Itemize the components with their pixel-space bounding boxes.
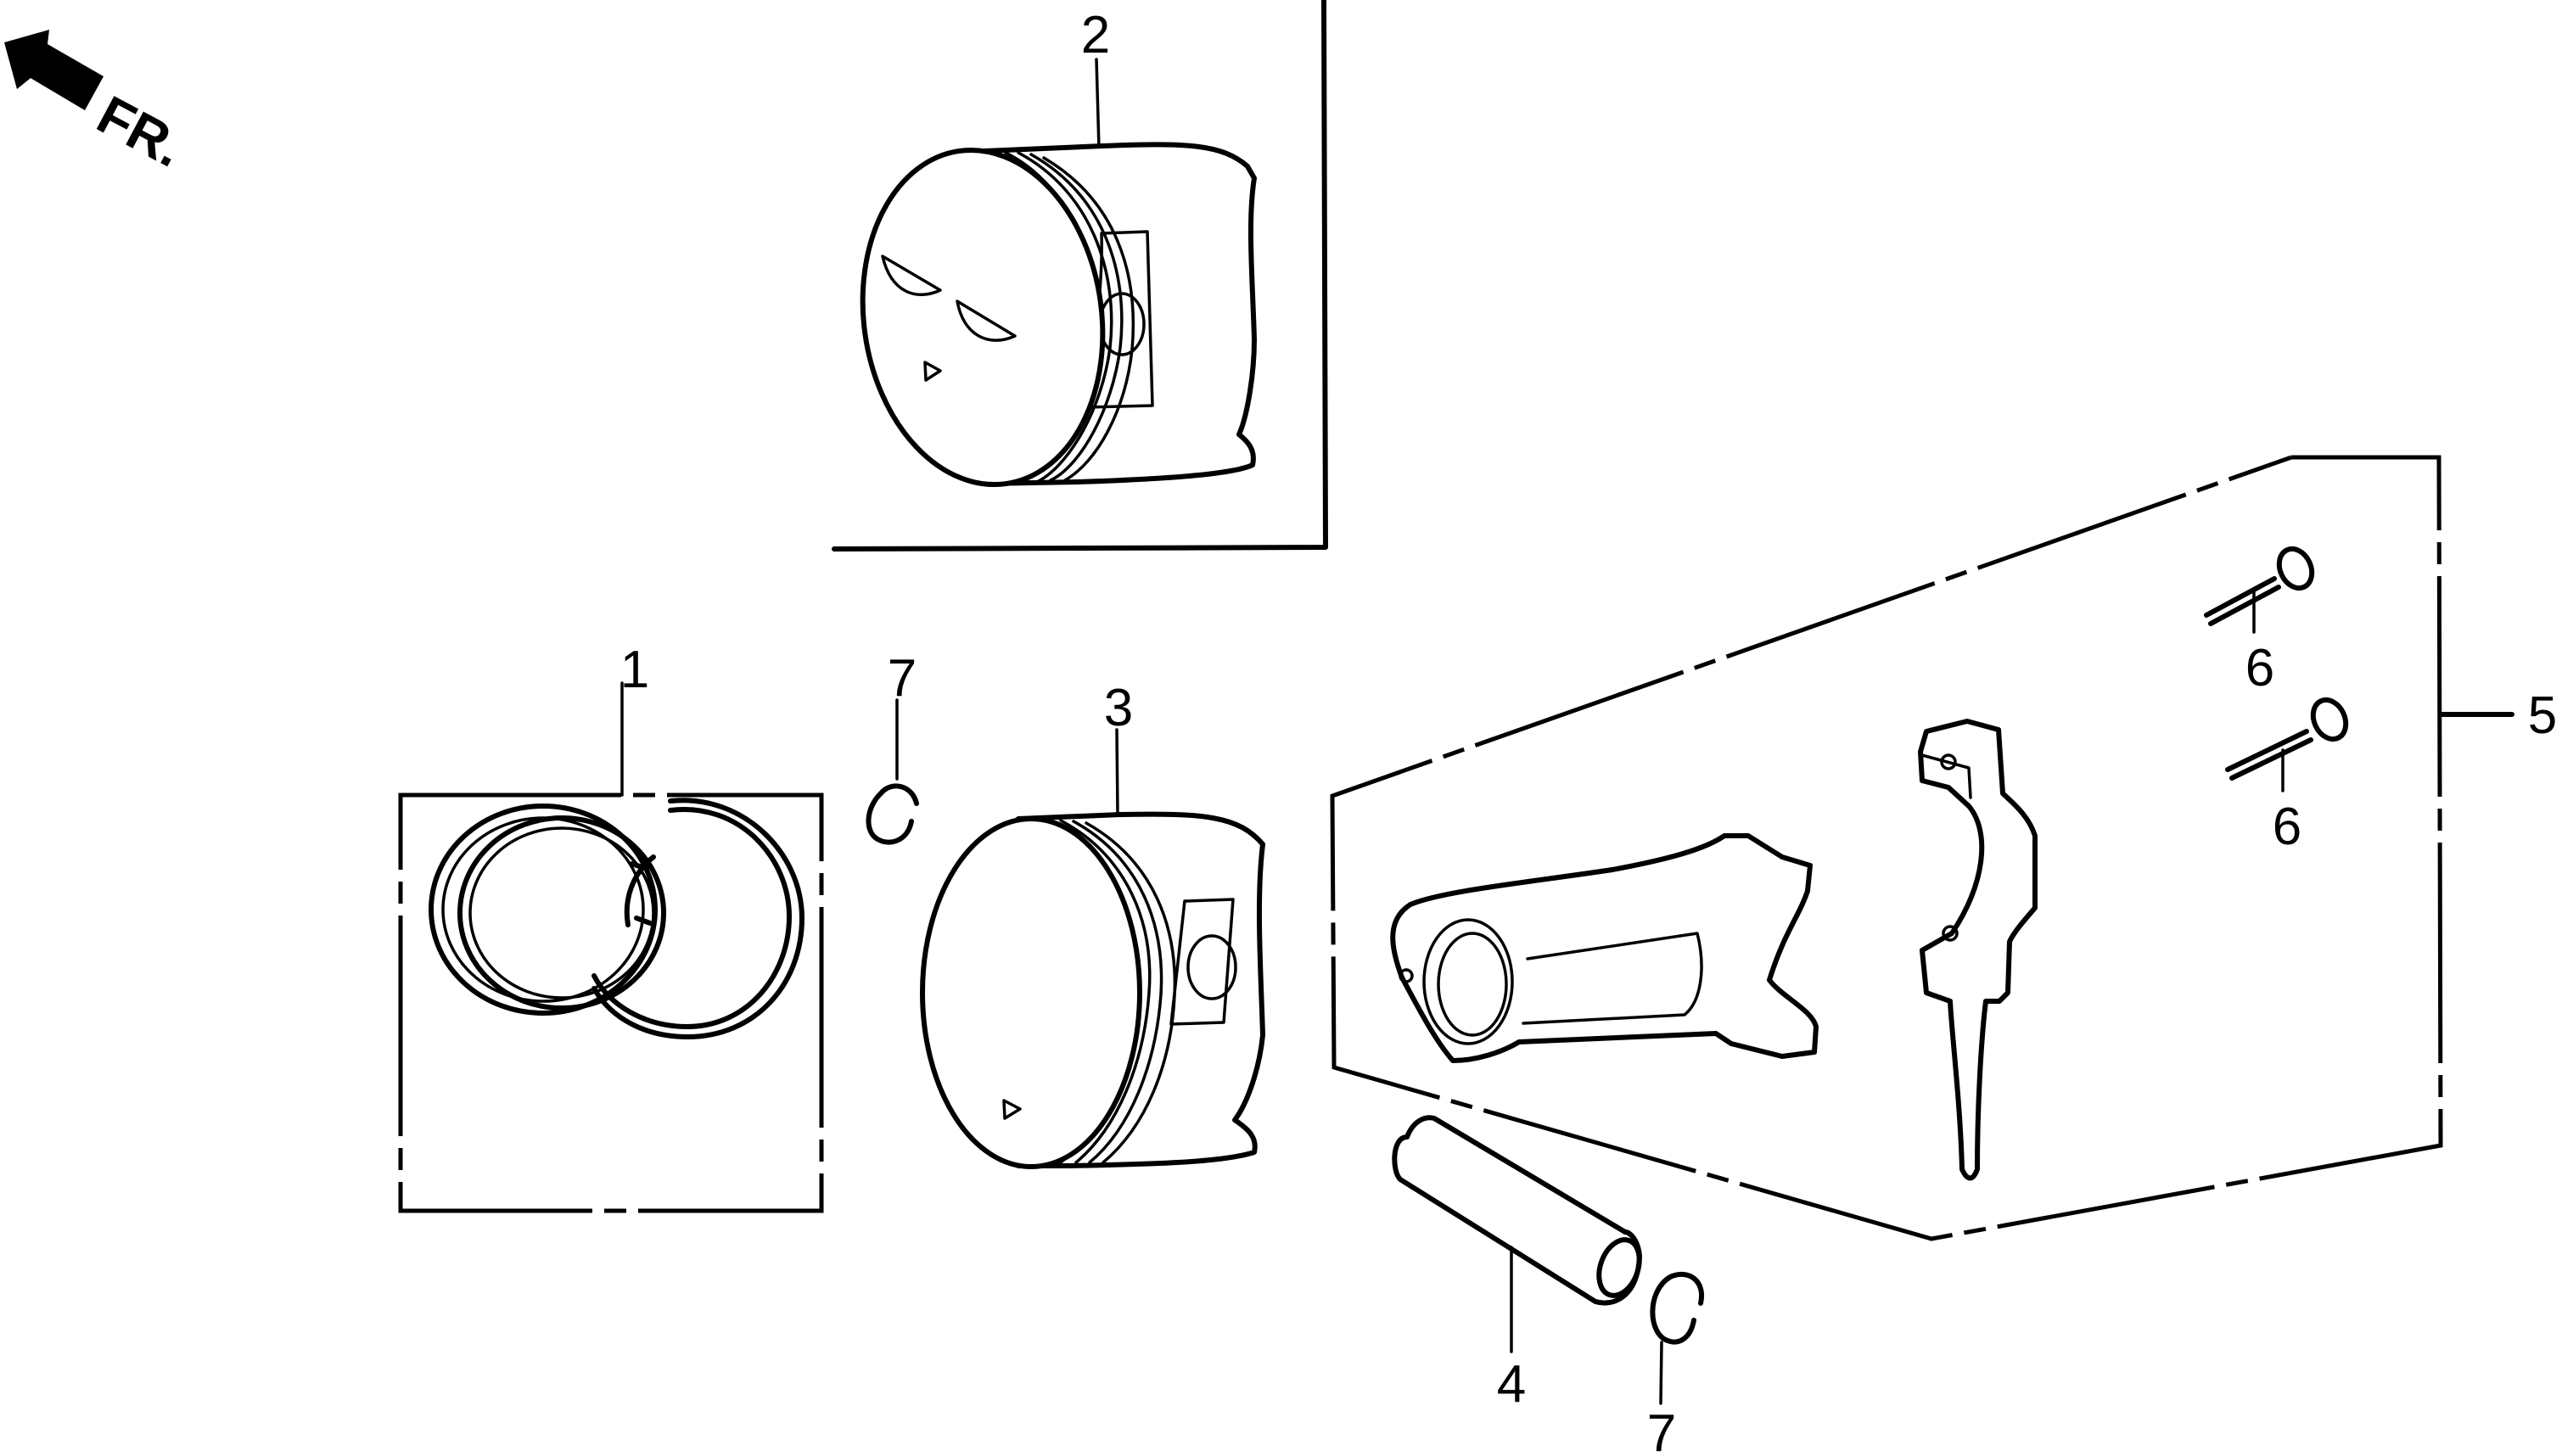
piston-3-crown: [920, 816, 1142, 1169]
ring-top: [429, 804, 658, 1016]
piston-2-ring-groove: [1017, 151, 1113, 484]
callout-7-left[interactable]: 7: [888, 649, 917, 708]
piston-group[interactable]: 3: [920, 679, 1265, 1169]
piston-pin-group[interactable]: 4: [1392, 1115, 1646, 1414]
fr-label: FR.: [87, 84, 193, 179]
piston-oversize-group[interactable]: 2: [832, 0, 1328, 552]
bracket-2: [832, 0, 1328, 552]
piston-2-valve-relief: [956, 300, 1017, 342]
callout-1[interactable]: 1: [620, 641, 649, 699]
bracket-box-1: [398, 792, 824, 1213]
bracket-polygon-5: [1330, 455, 2443, 1241]
front-direction-indicator: FR.: [4, 30, 193, 179]
bolt-head: [2310, 697, 2349, 742]
callout-6-lower[interactable]: 6: [2273, 798, 2301, 856]
leader-line-7b: [1659, 1341, 1663, 1405]
callout-4[interactable]: 4: [1497, 1355, 1526, 1414]
ring-second: [457, 815, 666, 1011]
piston-ring-set-group[interactable]: 1: [398, 641, 824, 1213]
rod-small-end-bore: [1422, 918, 1514, 1045]
rod-cap-bolt-hole: [1940, 753, 1957, 770]
piston-2-direction-mark: [923, 361, 942, 382]
callout-6-upper[interactable]: 6: [2245, 639, 2274, 697]
bolt-shank: [2225, 729, 2313, 781]
ring-gap: [630, 861, 653, 926]
piston-3-pin-hole: [1186, 934, 1237, 1000]
rod-cap-bolt-hole: [1942, 925, 1959, 942]
circlip-left: [866, 783, 919, 845]
piston-2-ring-groove: [1029, 153, 1124, 482]
callout-5[interactable]: 5: [2528, 686, 2557, 745]
rod-bolt-upper[interactable]: 6: [2204, 544, 2318, 697]
piston-3-ring-groove: [1072, 820, 1163, 1164]
circlip-right: [1650, 1271, 1705, 1345]
connecting-rod-assembly-group[interactable]: 5 6 6: [1330, 455, 2557, 1241]
leader-line-3: [1115, 728, 1119, 816]
piston-2-ring-groove: [1042, 156, 1135, 482]
rod-small-end-bore-inner: [1437, 932, 1508, 1037]
bolt-head: [2276, 546, 2315, 591]
arrow-up-left-icon: [4, 30, 104, 110]
rod-bolt-lower[interactable]: 6: [2225, 695, 2352, 856]
pin-clip-left-group[interactable]: 7: [866, 649, 919, 845]
callout-7-right[interactable]: 7: [1647, 1404, 1676, 1456]
ring-oil-outer: [591, 798, 804, 1039]
bolt-shank: [2204, 576, 2281, 626]
callout-2[interactable]: 2: [1081, 6, 1110, 64]
ring-second-inner: [468, 826, 655, 1000]
ring-top-inner: [441, 816, 645, 1003]
piston-2-valve-relief: [881, 255, 942, 297]
rod-i-beam: [1522, 932, 1703, 1025]
rod-cap-seam: [1920, 753, 1972, 799]
pin-clip-right-group[interactable]: 7: [1647, 1271, 1705, 1456]
piston-3-ring-groove: [1085, 821, 1177, 1164]
callout-3[interactable]: 3: [1104, 679, 1133, 737]
ring-oil: [591, 806, 792, 1029]
rod-oil-hole: [1399, 968, 1414, 983]
piston-pin-bore: [1596, 1237, 1642, 1298]
piston-3-direction-mark: [1002, 1099, 1022, 1120]
piston-3-ring-groove: [1059, 819, 1152, 1164]
leader-line-2: [1095, 58, 1101, 150]
rod-cap: [1918, 719, 2038, 1181]
